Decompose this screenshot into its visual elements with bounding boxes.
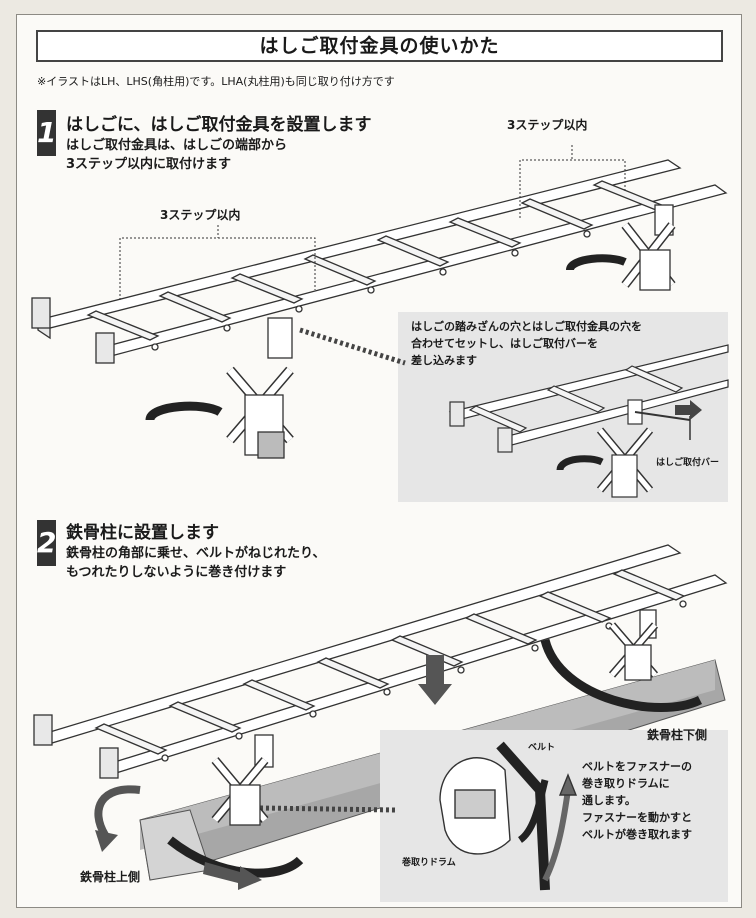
step2-inset-panel xyxy=(380,730,728,902)
fastener-illustration xyxy=(439,741,578,891)
page-title: はしご取付金具の使いかた xyxy=(259,35,500,57)
step-range-label-left: 3ステップ以内 xyxy=(160,208,241,222)
step1-connector xyxy=(299,327,406,366)
mount-bracket-left xyxy=(267,317,293,359)
step2-connector xyxy=(259,805,396,813)
step-1-body-line2: 3ステップ以内に取付けます xyxy=(66,157,232,172)
column-upper-side-label: 鉄骨柱上側 xyxy=(80,870,141,884)
step-2-callout-line4: ファスナーを動かすと xyxy=(582,811,692,824)
step-2-callout-line5: ベルトが巻き取れます xyxy=(582,828,692,841)
ladder-rail-back xyxy=(36,159,682,329)
step-2-callout-line1: ベルトをファスナーの xyxy=(582,760,692,773)
down-arrow-icon xyxy=(418,655,452,705)
step-2-callout-line3: 通します。 xyxy=(582,794,636,807)
step-range-markers xyxy=(119,145,626,300)
step-2-body-line2: もつれたりしないように巻き付けます xyxy=(66,565,287,580)
drum-label: 巻取りドラム xyxy=(402,858,456,868)
step-1-callout-line1: はしごの踏みざんの穴とはしご取付金具の穴を xyxy=(411,320,642,333)
belt-label: ベルト xyxy=(528,743,556,753)
step-1-callout-line2: 合わせてセットし、はしご取付バーを xyxy=(411,337,598,350)
rotate-arrow-icon xyxy=(94,785,141,838)
step2-ladder xyxy=(33,544,728,826)
note-text: ※イラストはLH、LHS(角柱用)です。LHA(丸柱用)も同じ取り付け方です xyxy=(37,75,395,88)
right-arrow-icon xyxy=(203,862,262,890)
step-1-badge: 1 xyxy=(37,110,56,156)
step-2-callout-line2: 巻き取りドラムに xyxy=(582,777,670,790)
insert-arrow-icon xyxy=(675,400,702,420)
step-2-heading: 鉄骨柱に設置します xyxy=(66,523,219,543)
column-lower-side-label: 鉄骨柱下側 xyxy=(647,728,708,742)
step-1-callout-line3: 差し込みます xyxy=(411,354,477,367)
ladder-bar-label: はしご取付バー xyxy=(656,458,720,468)
step-2-badge: 2 xyxy=(37,520,56,566)
step-1-body-line1: はしご取付金具は、はしごの端部から xyxy=(66,138,288,153)
title-box: はしご取付金具の使いかた xyxy=(36,30,723,62)
step-2-body-line1: 鉄骨柱の角部に乗せ、ベルトがねじれたり、 xyxy=(66,546,326,561)
step-1-heading: はしごに、はしご取付金具を設置します xyxy=(66,115,372,135)
step-range-label-right: 3ステップ以内 xyxy=(507,118,588,132)
